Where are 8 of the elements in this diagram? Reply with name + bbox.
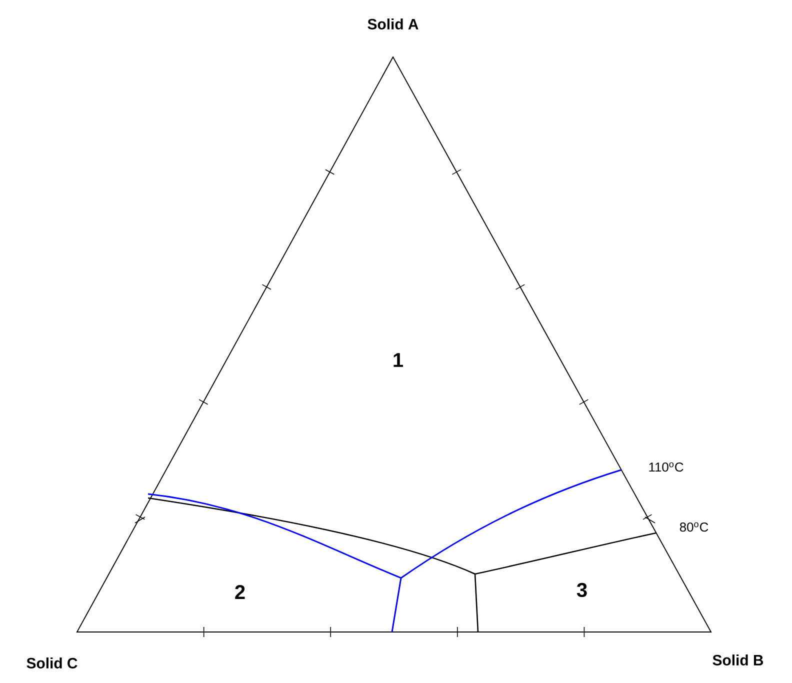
vertex-label: Solid B	[712, 654, 764, 666]
region-number: 1	[394, 353, 403, 367]
region-number: 2	[235, 585, 245, 599]
isotherm-label: 110$^{o}$C	[649, 462, 684, 472]
vertex-label: Solid C	[26, 658, 78, 668]
vertex-label: Solid A	[368, 18, 418, 30]
region-number: 3	[576, 582, 587, 598]
isotherm-label: 80$^{o}$C	[680, 522, 708, 532]
